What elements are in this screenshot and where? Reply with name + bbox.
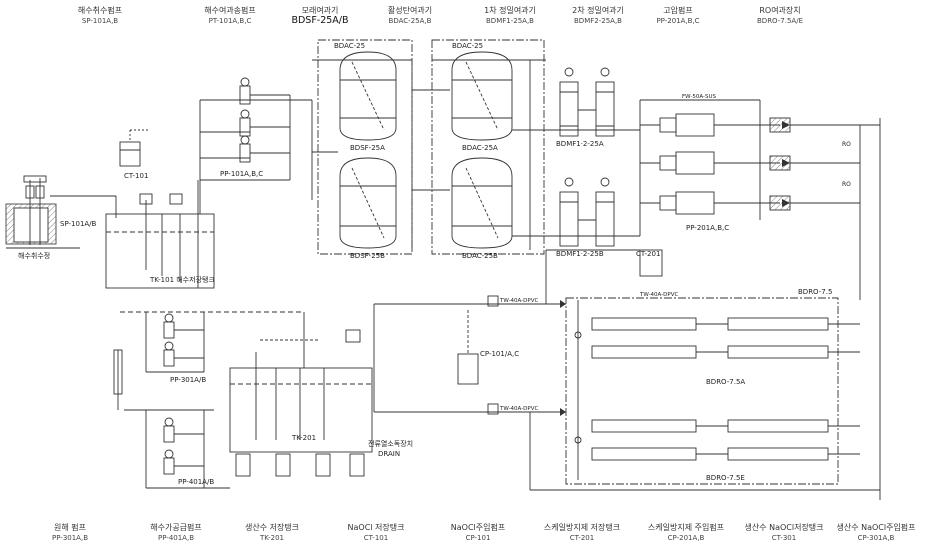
tag-line-tw-3: TW-40A-DPVC (639, 292, 678, 298)
tag-ct101: CT-101 (124, 172, 148, 180)
tag-ac-b: BDAC-25B (462, 252, 498, 260)
pump-stack-pt (199, 77, 312, 214)
hp-pump-2 (640, 151, 780, 175)
intake-well (5, 175, 117, 249)
tag-line-fw: FW-50A-SUS (682, 94, 717, 100)
tag-pump-pp201: PP-201A,B,C (686, 224, 729, 232)
hp-pump-3 (640, 191, 780, 215)
tag-ac-a: BDAC-25A (462, 144, 498, 152)
tag-pp401: PP-401A/B (178, 478, 214, 486)
tag-mf-b: BDMF1·2-25B (556, 250, 604, 258)
tag-ro-upper: BDRO-7.5A (706, 378, 745, 386)
carbon-filter-a (451, 51, 513, 141)
sand-filter-b (339, 157, 397, 249)
ro-membranes (574, 300, 860, 480)
tag-pp301: PP-301A/B (170, 376, 206, 384)
ro-vessels-upper (759, 100, 881, 500)
tag-line-tw-1: TW-40A-DPVC (499, 298, 538, 304)
pump-stack-pp301 (120, 311, 304, 373)
ro-box (565, 297, 839, 485)
micro-filters-upper (556, 67, 640, 137)
tag-ro-box: BDRO-7.5 (798, 288, 832, 296)
micro-filters-lower (556, 177, 640, 247)
tag-chem-ct201: CT-201 (636, 250, 660, 258)
tag-sand-b: BDSF-25B (350, 252, 385, 260)
tag-drain: DRAIN (378, 450, 400, 458)
tag-ro-lower: BDRO-7.5E (706, 474, 745, 482)
tk201-tank (229, 312, 373, 477)
tag-flow-ro-2: RO (842, 181, 851, 188)
tag-sand-a: BDSF-25A (350, 144, 385, 152)
tag-box-left: BDAC-25 (334, 42, 365, 50)
tag-pump-sp: SP-101A/B (60, 220, 97, 228)
pump-stack-pp401 (113, 349, 230, 489)
tag-flow-ro-1: RO (842, 141, 851, 148)
filter-frame-right (431, 39, 545, 255)
carbon-filter-b (451, 157, 513, 249)
chemical-dosing (373, 249, 880, 491)
tag-intake: 해수취수정 (18, 251, 50, 260)
tag-box-right: BDAC-25 (452, 42, 483, 50)
tag-line-tw-2: TW-40A-DPVC (499, 406, 538, 412)
tag-chem-cp: CP-101/A,C (480, 350, 519, 358)
tag-drain-label: 전류열소독장치 (368, 439, 413, 448)
sand-filter-a (339, 51, 397, 141)
tag-tank-sea: TK-101 해수저장탱크 (149, 275, 215, 284)
tag-mf-a: BDMF1·2-25A (556, 140, 604, 148)
ct-small-tank (119, 129, 150, 167)
tag-tank-main: TK-201 (291, 434, 316, 442)
hp-pump-1 (640, 113, 780, 137)
tag-pump-pt: PP-101A,B,C (220, 170, 263, 178)
flow-arrows (560, 121, 790, 416)
tk101-tank (105, 180, 215, 289)
